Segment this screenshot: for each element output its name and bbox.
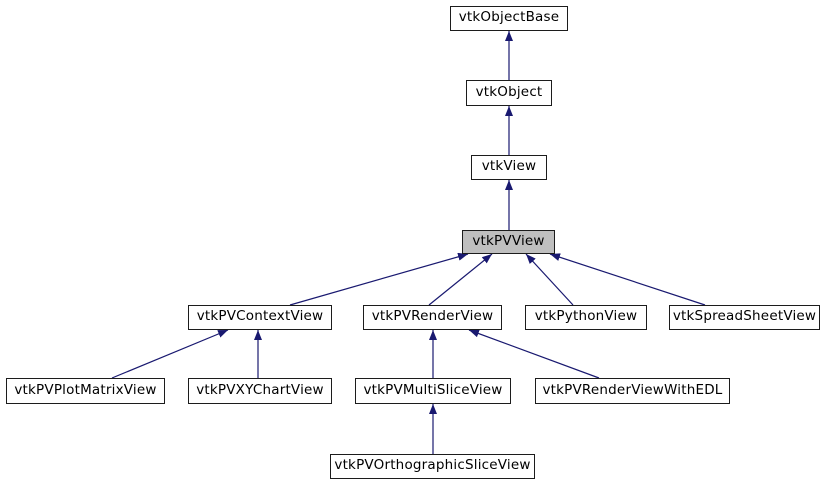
edge-vtkPVContextView-to-vtkPVView: [289, 252, 469, 306]
class-node-label: vtkSpreadSheetView: [672, 308, 817, 325]
class-node-vtkObject[interactable]: vtkObject: [466, 80, 552, 106]
class-node-vtkObjectBase[interactable]: vtkObjectBase: [450, 6, 568, 31]
class-node-label: vtkPVRenderView: [371, 308, 494, 325]
class-node-vtkPVMultiSliceView[interactable]: vtkPVMultiSliceView: [355, 378, 511, 404]
class-node-label: vtkPVContextView: [196, 308, 324, 325]
edge-vtkPVRenderViewWithEDL-to-vtkPVRenderView: [468, 329, 600, 379]
edge-vtkPVRenderView-to-vtkPVView: [428, 253, 493, 306]
class-node-vtkPVOrthographicSliceView[interactable]: vtkPVOrthographicSliceView: [330, 454, 535, 479]
class-node-label: vtkObjectBase: [458, 9, 560, 26]
edge-vtkPVPlotMatrixView-to-vtkPVContextView: [111, 329, 229, 379]
class-node-label: vtkObject: [475, 83, 543, 100]
edge-vtkPythonView-to-vtkPVView: [525, 253, 574, 306]
class-node-vtkPythonView[interactable]: vtkPythonView: [525, 305, 647, 330]
class-node-vtkPVContextView[interactable]: vtkPVContextView: [188, 305, 332, 330]
class-node-label: vtkPythonView: [534, 308, 638, 325]
class-node-vtkPVRenderViewWithEDL[interactable]: vtkPVRenderViewWithEDL: [535, 378, 730, 404]
class-node-vtkPVPlotMatrixView[interactable]: vtkPVPlotMatrixView: [6, 378, 165, 404]
class-node-label: vtkPVPlotMatrixView: [14, 381, 157, 398]
class-node-label: vtkPVOrthographicSliceView: [334, 457, 531, 474]
class-node-vtkPVXYChartView[interactable]: vtkPVXYChartView: [188, 378, 332, 404]
class-node-label: vtkView: [481, 158, 537, 175]
class-node-label: vtkPVMultiSliceView: [363, 381, 503, 398]
class-node-vtkView[interactable]: vtkView: [471, 155, 547, 180]
class-node-label: vtkPVRenderViewWithEDL: [542, 381, 723, 398]
class-node-label: vtkPVView: [472, 232, 545, 249]
edge-vtkSpreadSheetView-to-vtkPVView: [549, 253, 706, 306]
class-node-vtkPVView-current: vtkPVView: [462, 230, 555, 254]
class-node-vtkSpreadSheetView[interactable]: vtkSpreadSheetView: [669, 305, 820, 330]
class-node-label: vtkPVXYChartView: [196, 381, 324, 398]
class-node-vtkPVRenderView[interactable]: vtkPVRenderView: [363, 305, 502, 330]
